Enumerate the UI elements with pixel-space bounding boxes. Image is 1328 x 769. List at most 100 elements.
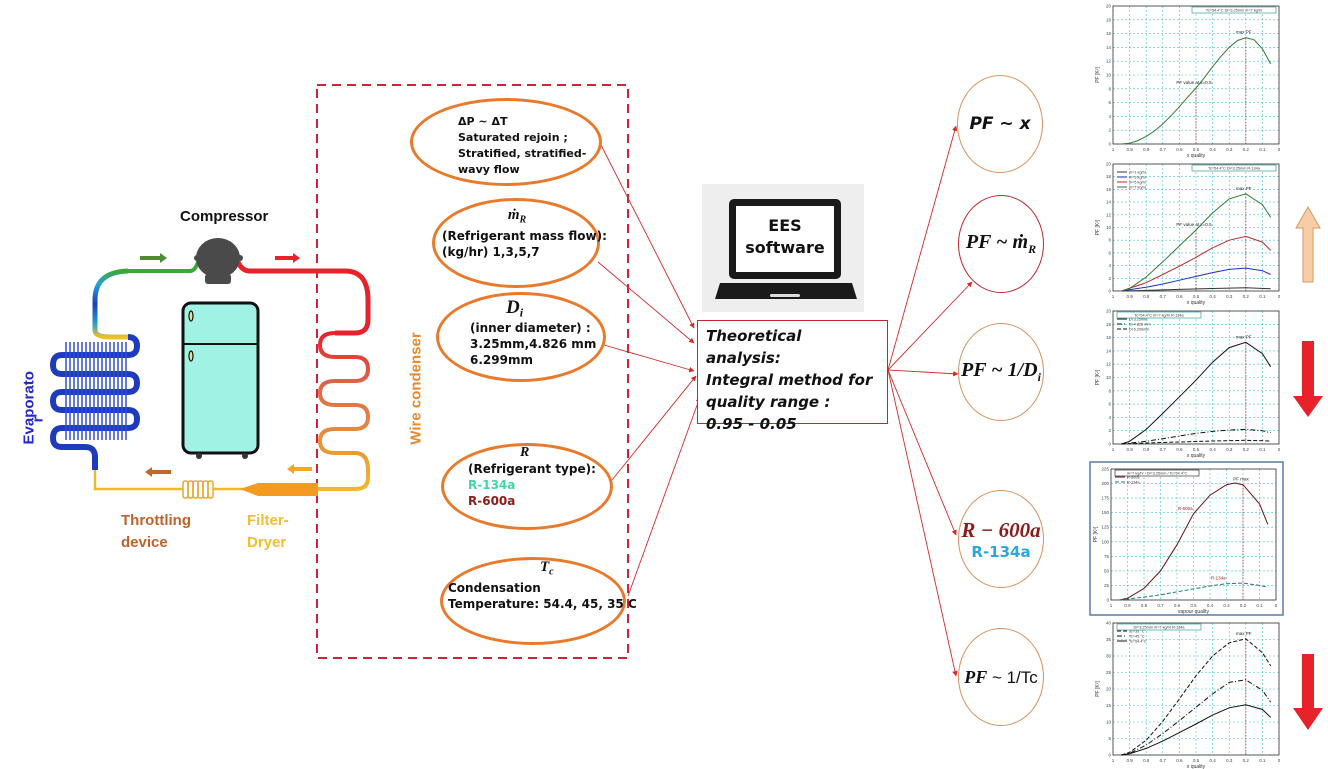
- y-tick-label: 16: [1106, 335, 1112, 340]
- x-tick-label: 0.6: [1176, 758, 1183, 763]
- x-tick-label: 0: [1278, 147, 1281, 152]
- plot-frame: [1112, 5, 1280, 145]
- y-tick-label: 8: [1108, 86, 1111, 91]
- laptop-icon: [702, 184, 864, 312]
- y-axis-label: PF [K²]: [1093, 526, 1099, 542]
- series-line: [1121, 193, 1272, 292]
- param-dp-dt-text: ΔP ~ ΔT Saturated rejoin ; Stratified, s…: [458, 114, 586, 178]
- y-tick-label: 18: [1106, 17, 1112, 22]
- y-tick-label: 40: [1106, 621, 1112, 626]
- y-tick-label: 18: [1106, 174, 1112, 179]
- compressor-label: Compressor: [180, 208, 269, 225]
- y-tick-label: 4: [1108, 263, 1111, 268]
- annotation-label: PF value at x=0.5: [1176, 222, 1212, 227]
- legend-entry: Di 4.826 mm: [1129, 323, 1151, 327]
- x-tick-label: 0.9: [1126, 447, 1133, 452]
- y-tick-label: 8: [1108, 388, 1111, 393]
- x-tick-label: 0.5: [1193, 147, 1200, 152]
- chart-info-text: Di=3.25mm ṁ=7 kg/hr R-134a: [1133, 626, 1185, 630]
- param-dp-dt-title: ΔP ~ ΔT: [458, 115, 508, 128]
- legend-entry: Di 3.25mm: [1129, 318, 1147, 322]
- y-tick-label: 125: [1101, 525, 1109, 530]
- analysis-line: Integral method for: [706, 371, 873, 389]
- plot-frame: [1112, 622, 1280, 756]
- param-condensation-line: Temperature: 54.4, 45, 35 C: [448, 597, 637, 612]
- wire-condenser-label: Wire condenser: [407, 332, 425, 445]
- param-mass-flow-text: ṁR (Refrigerant mass flow): (kg/hr) 1,3,…: [442, 207, 607, 260]
- y-tick-label: 5: [1108, 736, 1111, 741]
- theoretical-analysis-box: Theoretical analysis: Integral method fo…: [697, 320, 888, 433]
- y-tick-label: 175: [1101, 496, 1109, 501]
- x-tick-label: 0: [1278, 294, 1281, 299]
- y-tick-label: 4: [1108, 415, 1111, 420]
- chart-info-text: Tc=54.4°C ṁ=7 kg/hr R-134a: [1134, 314, 1184, 318]
- analysis-line: 0.95 - 0.05: [706, 415, 797, 433]
- x-tick-label: 0.1: [1259, 147, 1266, 152]
- filter-line1: Filter-: [247, 512, 289, 529]
- x-tick-label: 0.8: [1143, 294, 1150, 299]
- x-tick-label: 0.1: [1259, 294, 1266, 299]
- throttling-line2: device: [121, 534, 168, 551]
- param-ellipse-refrigerant: [441, 443, 613, 530]
- x-tick-label: 0: [1278, 447, 1281, 452]
- x-axis-label: x quality: [1187, 764, 1206, 769]
- param-refrigerant-text: R (Refrigerant type): R-134a R-600a: [468, 445, 596, 509]
- filter-dryer-label: Filter- Dryer: [247, 510, 289, 554]
- x-tick-label: 1: [1110, 603, 1113, 608]
- x-tick-label: 0.9: [1126, 294, 1133, 299]
- y-tick-label: 20: [1106, 309, 1112, 314]
- param-mass-flow-line: (kg/hr) 1,3,5,7: [442, 245, 540, 260]
- legend-entry: Di 6.299mm: [1129, 328, 1149, 332]
- legend-entry: ṁ=3 kg/hr: [1129, 176, 1147, 180]
- plot-frame: [1112, 310, 1280, 445]
- chart-grid: [1110, 468, 1277, 601]
- y-axis-label: PF [K²]: [1095, 369, 1101, 385]
- x-tick-label: 0.8: [1143, 447, 1150, 452]
- x-tick-label: 0.8: [1143, 758, 1150, 763]
- result-circle-refrigerant: R − 600a R-134a: [958, 490, 1044, 588]
- y-axis-label: PF [K²]: [1095, 681, 1101, 697]
- param-condensation-text: Tc Condensation Temperature: 54.4, 45, 3…: [448, 559, 637, 612]
- y-tick-label: 6: [1108, 402, 1111, 407]
- param-condensation-symbol: Tc: [540, 559, 554, 578]
- x-tick-label: 0.3: [1226, 758, 1233, 763]
- throttling-line1: Throttling: [121, 512, 191, 529]
- refrigerator-icon: [181, 301, 260, 459]
- x-tick-label: 0.2: [1243, 758, 1250, 763]
- evaporator-label: Evaporato r: [8, 355, 48, 445]
- param-refrigerant-symbol: R: [520, 445, 530, 460]
- series-line: [1119, 482, 1269, 601]
- param-diameter-line: (inner diameter) :: [470, 321, 591, 336]
- y-tick-label: 10: [1106, 73, 1112, 78]
- annotation-label: PF value at x=0.5: [1176, 80, 1212, 85]
- x-tick-label: 0.3: [1226, 147, 1233, 152]
- x-tick-label: 0.2: [1243, 447, 1250, 452]
- analysis-line: Theoretical analysis:: [706, 327, 802, 367]
- param-diameter-symbol: Di: [506, 297, 524, 320]
- series-line: [1121, 341, 1272, 445]
- annotation-label: max PF: [1236, 334, 1252, 339]
- chart-info-text: Tc=54.4°C Di=3.25mm ṁ=7 kg/hr: [1206, 9, 1263, 13]
- x-tick-label: 0.9: [1126, 147, 1133, 152]
- x-tick-label: 0: [1275, 603, 1278, 608]
- y-tick-label: 75: [1104, 554, 1110, 559]
- y-tick-label: 20: [1106, 4, 1112, 9]
- y-tick-label: 25: [1104, 583, 1110, 588]
- filter-dryer-icon: [240, 483, 318, 496]
- param-ellipse-condensation: [440, 557, 626, 645]
- x-tick-label: 0.2: [1240, 603, 1247, 608]
- output-arrows: [887, 125, 973, 677]
- legend-entry: ṁ=5 kg/hr: [1129, 181, 1147, 185]
- y-tick-label: 12: [1106, 362, 1112, 367]
- x-tick-label: 1: [1112, 294, 1115, 299]
- y-tick-label: 20: [1106, 687, 1112, 692]
- param-dp-dt-line: Stratified, stratified-: [458, 147, 587, 160]
- chart-grid: [1112, 5, 1280, 145]
- y-tick-label: 0: [1106, 598, 1109, 603]
- y-tick-label: 16: [1106, 187, 1112, 192]
- y-tick-label: 0: [1108, 442, 1111, 447]
